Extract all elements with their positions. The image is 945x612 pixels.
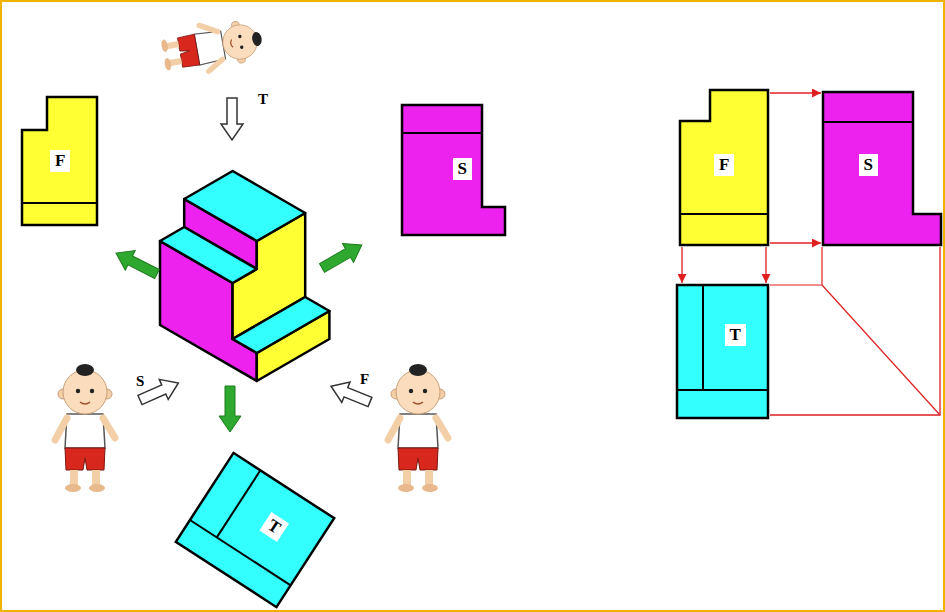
view-letter: T	[725, 324, 746, 346]
projection-connector	[770, 92, 821, 93]
projection-connector	[765, 247, 766, 283]
projection-arrows	[111, 235, 367, 432]
projection-line	[770, 247, 940, 415]
projection-connector	[770, 242, 821, 243]
view-face	[823, 92, 941, 245]
object-3d	[160, 171, 329, 381]
viewer-kid	[55, 364, 115, 492]
view-direction-label: F	[360, 370, 369, 388]
view-arrow	[221, 98, 243, 140]
edge-line	[217, 470, 261, 537]
view-shape: S	[400, 103, 507, 237]
view-shape: F	[20, 95, 99, 227]
object-face	[233, 297, 330, 353]
viewer-kid	[159, 15, 265, 78]
view-face	[22, 97, 97, 225]
view-shape: T	[173, 450, 337, 610]
view-arrows	[136, 98, 375, 412]
view-letter: S	[859, 154, 878, 176]
view-shape: T	[675, 283, 770, 420]
view-direction-label: T	[258, 90, 268, 108]
view-shape: F	[678, 88, 770, 247]
green-arrow	[111, 243, 162, 283]
edge-line	[680, 213, 768, 215]
edge-line	[402, 132, 482, 134]
viewer-kid	[388, 364, 448, 492]
view-outline	[821, 90, 943, 247]
view-arrow	[136, 373, 183, 410]
object-face	[184, 171, 305, 241]
view-outline	[173, 450, 337, 610]
view-face	[402, 105, 505, 235]
view-letter: F	[50, 150, 70, 172]
projection-connector	[770, 247, 940, 415]
edge-line	[677, 389, 768, 391]
view-letter: S	[453, 158, 472, 180]
view-direction-label: S	[136, 372, 144, 390]
view-face	[680, 90, 768, 245]
view-letter: F	[714, 154, 734, 176]
green-arrow	[219, 386, 241, 432]
object-face	[160, 227, 257, 283]
view-outline	[675, 283, 770, 420]
view-shape: S	[821, 90, 943, 247]
green-arrow	[317, 235, 368, 277]
edge-line	[22, 202, 97, 204]
edge-line	[702, 285, 704, 390]
view-face	[176, 453, 334, 607]
edge-line	[823, 121, 913, 123]
view-face	[677, 285, 768, 418]
projection-connector	[681, 247, 682, 283]
